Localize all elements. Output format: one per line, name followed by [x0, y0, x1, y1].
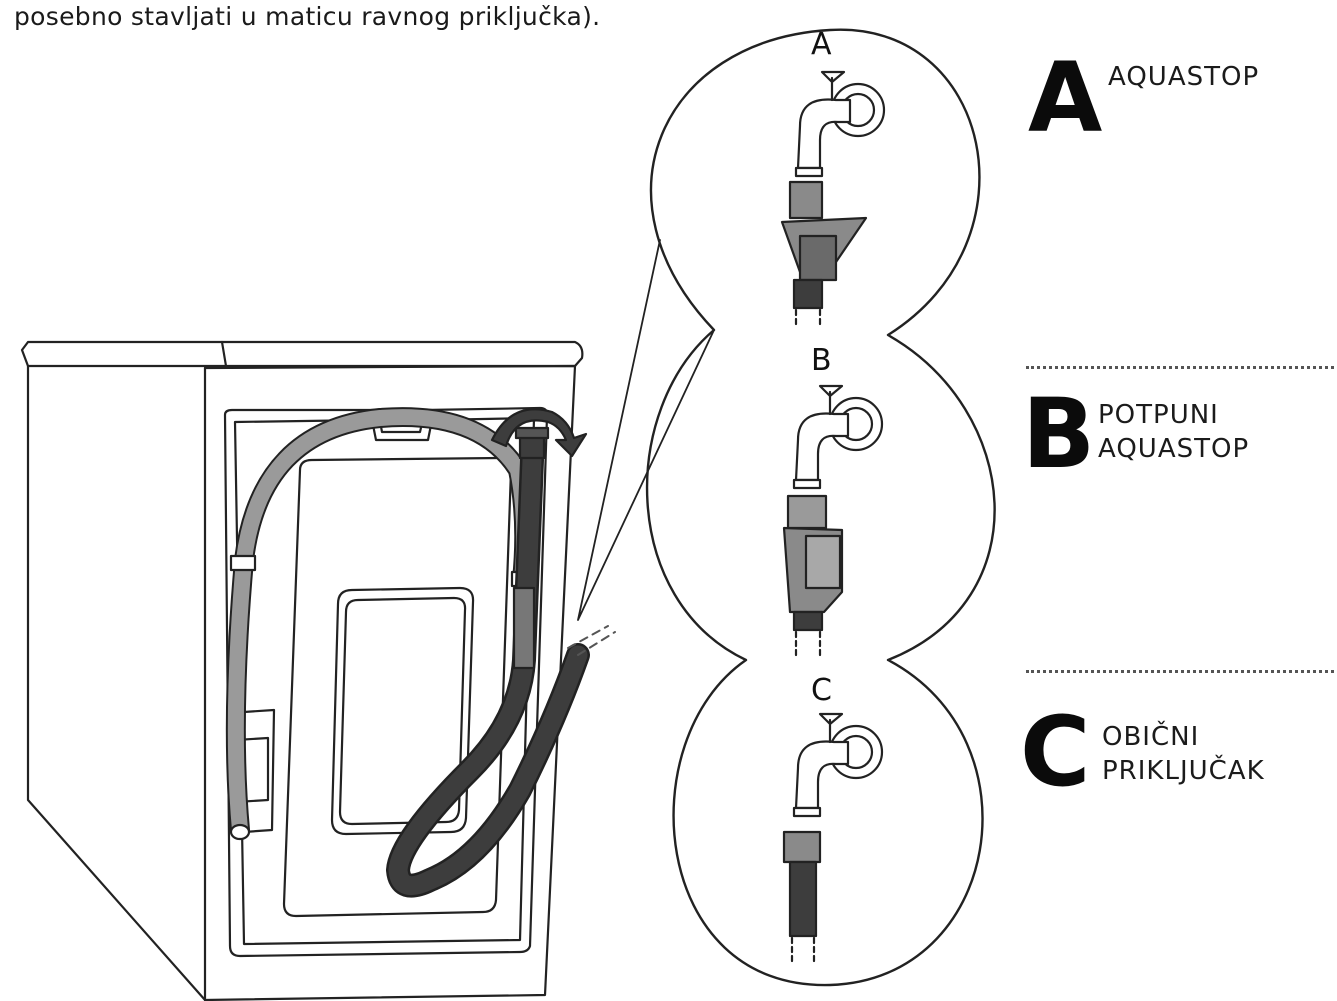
tap-b-illustration: [782, 384, 884, 658]
rotate-arrow-icon: [490, 408, 588, 458]
tap-a-illustration: [780, 70, 886, 326]
intro-text: posebno stavljati u maticu ravnog priklj…: [14, 2, 601, 31]
callout-bubbles: [645, 28, 996, 987]
option-c-label: OBIČNI PRIKLJUČAK: [1102, 722, 1265, 786]
option-c-letter: C: [1020, 696, 1091, 808]
option-b-label: POTPUNI AQUASTOP: [1098, 400, 1250, 464]
bubble-letter-a: A: [811, 27, 832, 62]
separator-ab: [1026, 366, 1334, 369]
tap-c-illustration: [782, 712, 884, 964]
bubble-letter-b: B: [811, 343, 832, 378]
separator-bc: [1026, 670, 1334, 673]
bubble-letter-c: C: [811, 673, 832, 708]
option-a-letter: A: [1028, 42, 1103, 154]
option-a-label: AQUASTOP: [1108, 62, 1260, 92]
option-b-letter: B: [1022, 378, 1096, 490]
